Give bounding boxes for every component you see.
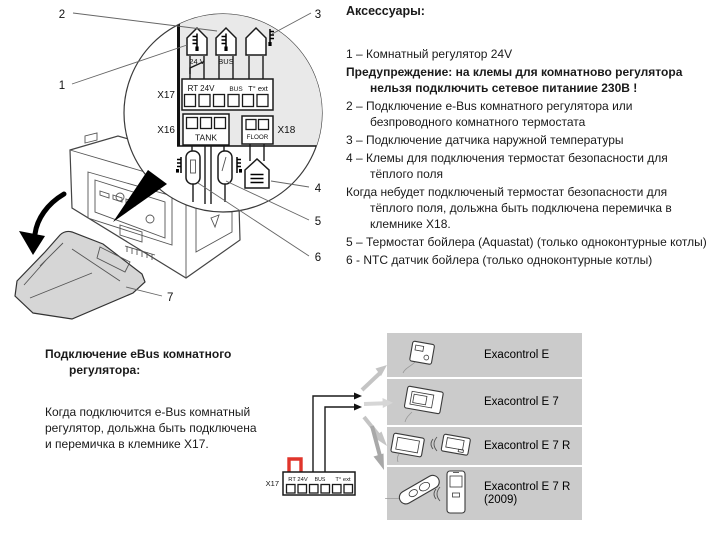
exacontrol-e7r-2009-icon (385, 470, 466, 514)
controller-row-exacontrol-e7: Exacontrol E 7 (387, 379, 582, 425)
exacontrol-e7-icon (403, 385, 444, 423)
terminal-diagram: 7 24 V BUS (14, 9, 323, 320)
house-24v-label: 24 V (189, 57, 204, 66)
ebus-wiring-diagram: RT 24V BUS T° ext X17 (266, 365, 393, 496)
controller-label-year: (2009) (484, 493, 518, 506)
x16-label: X16 (157, 125, 175, 136)
controller-row-exacontrol-e7r: Exacontrol E 7 R (387, 427, 582, 465)
accessories-section: Аксессуары: 1 – Комнатный регулятор 24V … (346, 3, 708, 270)
outdoor-sensor-icon (245, 26, 274, 56)
controller-label: Exacontrol E 7 (484, 395, 559, 408)
controller-label: Exacontrol E 7 R (484, 439, 571, 452)
accessory-item-2: 2 – Подключение e-Bus комнатного регулят… (346, 99, 633, 129)
controller-label: Exacontrol E (484, 348, 550, 361)
x17-jumper (287, 457, 303, 472)
callout-1: 1 (59, 80, 65, 92)
ebus-section-title: Подключение eBus комнатного регулятора: (45, 347, 232, 377)
x18-terminal-block: FLOOR (241, 115, 274, 145)
accessory-item-4: 4 – Клемы для подключения термостат безо… (346, 151, 668, 181)
ntc-sensor-icon (217, 150, 242, 185)
radio-waves-icon (433, 486, 441, 502)
callout-7: 7 (167, 292, 173, 304)
svg-text:RT 24V: RT 24V (188, 84, 215, 93)
x17-wiring-block: RT 24V BUS T° ext (282, 471, 356, 496)
x18-label: X18 (278, 125, 296, 136)
flap-hinge (96, 246, 131, 273)
accessory-item-5: 5 – Термостат бойлера (Aquastat) (только… (346, 235, 707, 249)
callout-4: 4 (315, 183, 322, 195)
room-thermostat-24v-icon (186, 26, 208, 56)
accessory-note-x18: Когда небудет подключеный термостат безо… (346, 185, 672, 231)
accessory-item-1: 1 – Комнатный регулятор 24V (346, 47, 513, 61)
callout-3: 3 (315, 9, 321, 21)
controllers-panel: Exacontrol E Exacontrol E 7 (385, 333, 582, 520)
callout-5: 5 (315, 216, 321, 228)
link-arrows (360, 365, 393, 470)
accessories-title: Аксессуары: (346, 4, 425, 18)
x17-terminal-strip: RT 24V BUS T° ext (181, 78, 274, 111)
exacontrol-e7r-icon (390, 432, 471, 463)
radio-waves-icon (430, 436, 438, 452)
accessory-item-6: 6 - NTC датчик бойлера (только одноконту… (346, 253, 653, 267)
accessory-item-3: 3 – Подключение датчика наружной темпера… (346, 133, 624, 147)
floor-heating-icon (244, 157, 270, 189)
svg-text:T° ext: T° ext (248, 84, 269, 93)
controller-row-exacontrol-e: Exacontrol E (387, 333, 582, 377)
x16-terminal-block: TANK (182, 113, 230, 146)
ebus-thermostat-icon (215, 26, 237, 56)
svg-text:TANK: TANK (195, 133, 217, 143)
svg-text:FLOOR: FLOOR (247, 134, 269, 141)
svg-text:RT 24V: RT 24V (288, 477, 308, 483)
svg-text:BUS: BUS (315, 477, 326, 483)
open-arrow-icon (19, 191, 67, 255)
jumper-mark (189, 61, 204, 74)
controller-label: Exacontrol E 7 R (484, 480, 571, 493)
ebus-section-body: Когда подключится e-Bus комнатный регуля… (45, 405, 257, 451)
callout-6: 6 (315, 252, 321, 264)
wedge-pointer (113, 170, 167, 222)
x17-wiring-label: X17 (266, 479, 279, 488)
house-bus-label: BUS (218, 57, 233, 66)
exacontrol-e-icon (402, 340, 435, 374)
aquastat-sensor-icon (176, 150, 201, 185)
accessory-warning: Предупреждение: на клемы для комнатново … (346, 65, 683, 95)
x17-label: X17 (157, 90, 175, 101)
svg-text:T° ext: T° ext (335, 477, 351, 483)
svg-text:BUS: BUS (229, 86, 243, 93)
callout-2: 2 (59, 9, 65, 21)
controller-row-exacontrol-e7r-2009: Exacontrol E 7 R (2009) (385, 467, 582, 520)
